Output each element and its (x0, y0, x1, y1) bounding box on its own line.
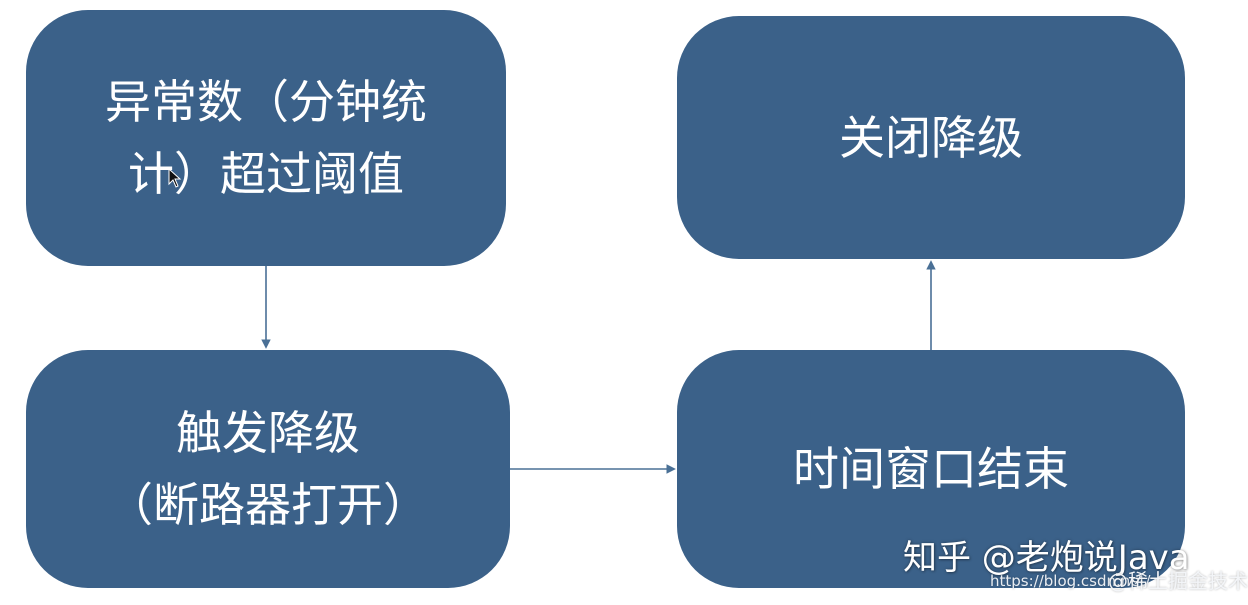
node-threshold-line-2: 计）超过阈值 (128, 147, 404, 201)
watermark-zhihu: 知乎 @老炮说Java (903, 538, 1190, 578)
node-threshold-exceeded: 异常数（分钟统 计）超过阈值 (26, 10, 506, 266)
node-trigger-degrade: 触发降级 （断路器打开） (26, 350, 510, 588)
node-trigger-line-2: （断路器打开） (107, 478, 429, 532)
mouse-pointer-icon (168, 168, 182, 188)
node-window-label: 时间窗口结束 (793, 442, 1069, 496)
node-close-degrade: 关闭降级 (677, 16, 1185, 259)
node-time-window-end: 时间窗口结束 (677, 350, 1185, 588)
node-threshold-line-1: 异常数（分钟统 (105, 75, 427, 129)
watermark-site: @稀土掘金技术社区 (1108, 569, 1248, 593)
node-close-label: 关闭降级 (839, 110, 1023, 165)
watermark-url: https://blog.csdn.net/ (990, 572, 1151, 590)
node-trigger-line-1: 触发降级 (176, 406, 360, 460)
